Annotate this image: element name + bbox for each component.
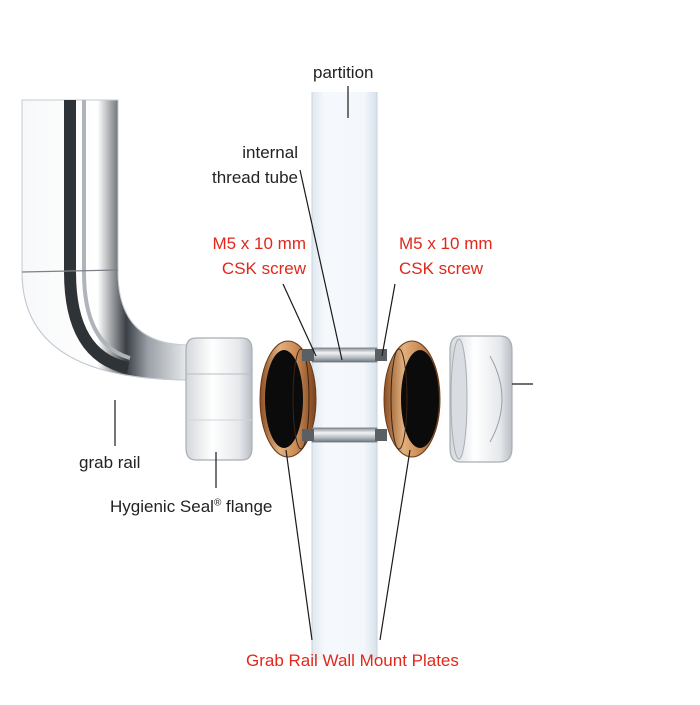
end-cap-right <box>449 335 513 463</box>
csk-screw-right-label-line2: CSK screw <box>399 259 484 278</box>
hygienic-seal-flange-label: Hygienic Seal® flange <box>110 496 272 517</box>
wall-mount-plate-right <box>383 340 441 458</box>
flange-word: flange <box>221 497 273 516</box>
wall-mount-plate-left <box>259 340 317 458</box>
hygienic-seal-name: Hygienic Seal <box>110 497 214 516</box>
partition-label: partition <box>313 63 374 82</box>
wall-mount-plates-label: Grab Rail Wall Mount Plates <box>246 651 459 670</box>
csk-screw-left-label-line2: CSK screw <box>221 259 306 278</box>
csk-screw-right-label: M5 x 10 mm CSK screw <box>399 233 493 279</box>
registered-mark: ® <box>213 497 222 509</box>
csk-screw-left-label: M5 x 10 mm CSK screw <box>170 233 306 279</box>
hygienic-seal-flange <box>185 337 253 461</box>
csk-screw-left-label-line1: M5 x 10 mm <box>212 234 306 253</box>
leader-lines <box>114 86 533 641</box>
csk-screw-right-label-line1: M5 x 10 mm <box>399 234 493 253</box>
internal-thread-tube-label-line1: internal <box>242 143 298 162</box>
partition-panel <box>311 92 378 660</box>
grab-rail-tube <box>21 99 191 381</box>
grab-rail-label: grab rail <box>79 453 141 472</box>
internal-thread-tube-label: internal thread tube <box>186 142 298 188</box>
internal-thread-tube-label-line2: thread tube <box>211 168 298 187</box>
internal-thread-tubes <box>302 347 387 443</box>
